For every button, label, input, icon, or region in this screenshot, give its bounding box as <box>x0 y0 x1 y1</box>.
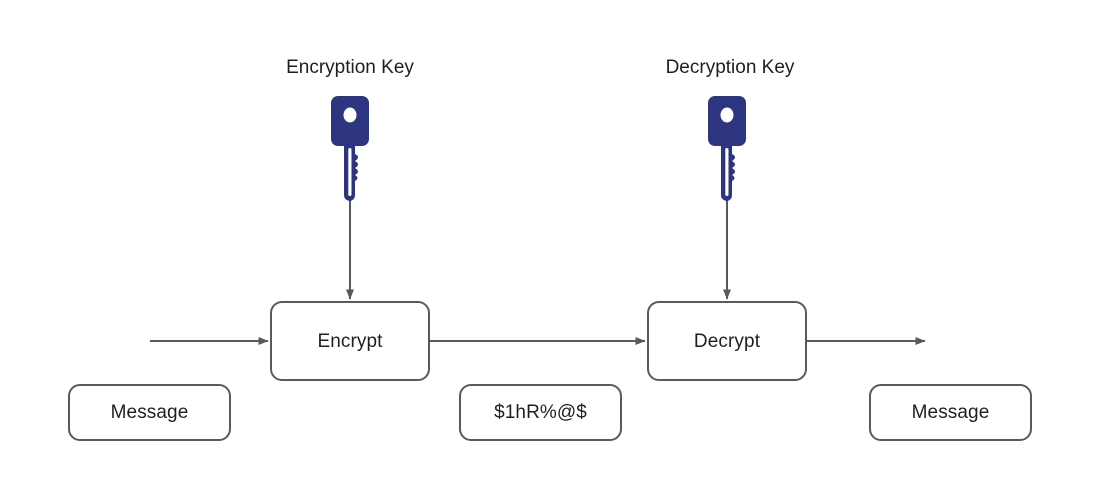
message-input-node[interactable]: Message <box>68 384 231 441</box>
message-output-node[interactable]: Message <box>869 384 1032 441</box>
ciphertext-node[interactable]: $1hR%@$ <box>459 384 622 441</box>
encrypt-node[interactable]: Encrypt <box>270 301 430 381</box>
decrypt-node[interactable]: Decrypt <box>647 301 807 381</box>
encryption-key-caption: Encryption Key <box>286 57 414 78</box>
decryption-key-caption: Decryption Key <box>665 57 795 78</box>
key-icon <box>331 96 369 202</box>
key-icon <box>708 96 746 202</box>
